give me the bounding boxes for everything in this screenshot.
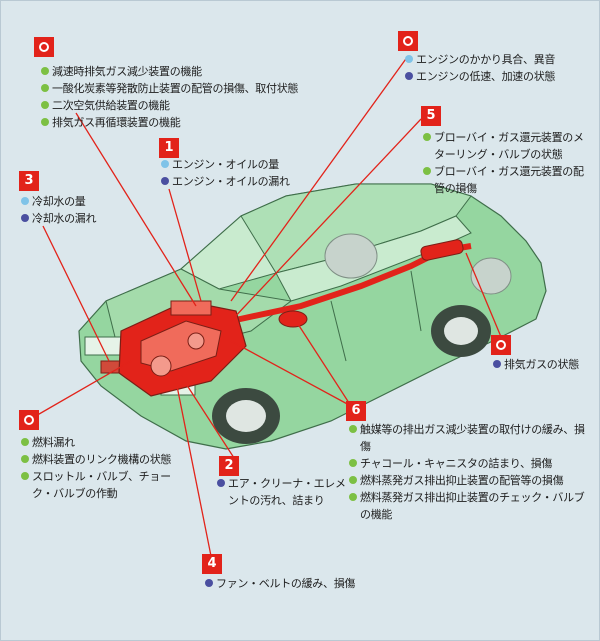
badge-3: 3 bbox=[19, 171, 39, 191]
blue-dot-icon bbox=[21, 197, 29, 205]
badge-engine-start bbox=[398, 31, 418, 51]
list-item: 二次空気供給装置の機能 bbox=[41, 97, 341, 114]
green-dot-icon bbox=[41, 67, 49, 75]
list-item: スロットル・バルブ、チョーク・バルブの作動 bbox=[21, 468, 186, 502]
list-item: 燃料装置のリンク機構の状態 bbox=[21, 451, 186, 468]
green-dot-icon bbox=[21, 455, 29, 463]
green-dot-icon bbox=[349, 476, 357, 484]
list-item: 減速時排気ガス減少装置の機能 bbox=[41, 63, 341, 80]
list-item: 冷却水の漏れ bbox=[21, 210, 151, 227]
list-item: 冷却水の量 bbox=[21, 193, 151, 210]
block-exhaust-gas: 排気ガスの状態 bbox=[493, 356, 599, 373]
list-item: 燃料漏れ bbox=[21, 434, 186, 451]
green-dot-icon bbox=[41, 84, 49, 92]
list-item: 燃料蒸発ガス排出抑止装置のチェック・バルブの機能 bbox=[349, 489, 594, 523]
green-dot-icon bbox=[349, 459, 357, 467]
green-dot-icon bbox=[423, 133, 431, 141]
leader-lines bbox=[26, 55, 505, 557]
block-fuel: 燃料漏れ 燃料装置のリンク機構の状態 スロットル・バルブ、チョーク・バルブの作動 bbox=[21, 434, 186, 502]
block-catalyst: 触媒等の排出ガス減少装置の取付けの緩み、損傷 チャコール・キャニスタの詰まり、損… bbox=[349, 421, 594, 523]
navy-dot-icon bbox=[405, 72, 413, 80]
navy-dot-icon bbox=[493, 360, 501, 368]
badge-1: 1 bbox=[159, 138, 179, 158]
green-dot-icon bbox=[349, 425, 357, 433]
front-wheel bbox=[212, 388, 280, 444]
block-engine-start: エンジンのかかり具合、異音 エンジンの低速、加速の状態 bbox=[405, 51, 595, 85]
badge-fuel bbox=[19, 410, 39, 430]
list-item: エンジン・オイルの漏れ bbox=[161, 173, 341, 190]
list-item: ブローバイ・ガス還元装置のメターリング・バルブの状態 bbox=[423, 129, 593, 163]
block-blowby: ブローバイ・ガス還元装置のメターリング・バルブの状態 ブローバイ・ガス還元装置の… bbox=[423, 129, 593, 197]
list-item: チャコール・キャニスタの詰まり、損傷 bbox=[349, 455, 594, 472]
engine bbox=[118, 300, 247, 397]
green-dot-icon bbox=[349, 493, 357, 501]
list-item: エンジン・オイルの量 bbox=[161, 156, 341, 173]
green-dot-icon bbox=[423, 167, 431, 175]
block-fan-belt: ファン・ベルトの緩み、損傷 bbox=[205, 575, 405, 592]
badge-2: 2 bbox=[219, 456, 239, 476]
badge-exhaust-gas bbox=[491, 335, 511, 355]
green-dot-icon bbox=[21, 438, 29, 446]
list-item: エンジンのかかり具合、異音 bbox=[405, 51, 595, 68]
list-item: 燃料蒸発ガス排出抑止装置の配管等の損傷 bbox=[349, 472, 594, 489]
block-air-cleaner: エア・クリーナ・エレメントの汚れ、詰まり bbox=[217, 475, 347, 509]
green-dot-icon bbox=[41, 118, 49, 126]
list-item: 触媒等の排出ガス減少装置の取付けの緩み、損傷 bbox=[349, 421, 594, 455]
list-item: エア・クリーナ・エレメントの汚れ、詰まり bbox=[217, 475, 347, 509]
green-dot-icon bbox=[21, 472, 29, 480]
list-item: 一酸化炭素等発散防止装置の配管の損傷、取付状態 bbox=[41, 80, 341, 97]
badge-5: 5 bbox=[421, 106, 441, 126]
list-item: ファン・ベルトの緩み、損傷 bbox=[205, 575, 405, 592]
blue-dot-icon bbox=[161, 160, 169, 168]
badge-exhaust-top bbox=[34, 37, 54, 57]
navy-dot-icon bbox=[21, 214, 29, 222]
list-item: ブローバイ・ガス還元装置の配管の損傷 bbox=[423, 163, 593, 197]
blue-dot-icon bbox=[405, 55, 413, 63]
rear-wheel bbox=[431, 305, 491, 357]
green-dot-icon bbox=[41, 101, 49, 109]
badge-4: 4 bbox=[202, 554, 222, 574]
block-engine-oil: エンジン・オイルの量 エンジン・オイルの漏れ bbox=[161, 156, 341, 190]
navy-dot-icon bbox=[205, 579, 213, 587]
rear-wheel-inner bbox=[324, 233, 512, 295]
badge-6: 6 bbox=[346, 401, 366, 421]
list-item: 排気ガス再循環装置の機能 bbox=[41, 114, 341, 131]
navy-dot-icon bbox=[161, 177, 169, 185]
list-item: 排気ガスの状態 bbox=[493, 356, 599, 373]
block-coolant: 冷却水の量 冷却水の漏れ bbox=[21, 193, 151, 227]
list-item: エンジンの低速、加速の状態 bbox=[405, 68, 595, 85]
block-exhaust-top: 減速時排気ガス減少装置の機能 一酸化炭素等発散防止装置の配管の損傷、取付状態 二… bbox=[41, 63, 341, 131]
navy-dot-icon bbox=[217, 479, 225, 487]
